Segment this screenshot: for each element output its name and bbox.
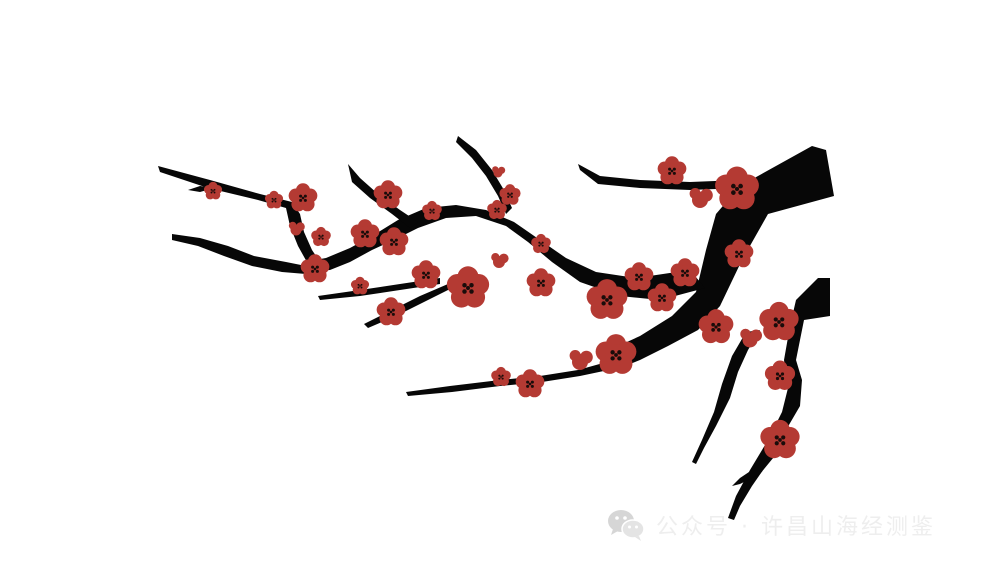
blossom — [288, 183, 318, 212]
blossom — [376, 297, 406, 326]
wechat-icon — [608, 510, 645, 541]
main-trunk — [605, 146, 834, 372]
branch-group — [158, 136, 834, 520]
blossom — [657, 156, 687, 185]
blossom — [264, 190, 284, 209]
blossom — [499, 184, 521, 205]
blossom — [373, 180, 403, 209]
blossom — [759, 301, 799, 341]
blossom — [526, 268, 556, 297]
blossom — [760, 419, 800, 459]
watermark: 公众号 · 许昌山海经测鉴 — [606, 508, 936, 542]
blossom — [411, 260, 441, 289]
blossom — [446, 266, 490, 308]
blossom — [350, 219, 380, 248]
left-limb — [304, 205, 705, 300]
blossom — [350, 276, 370, 295]
blossom — [670, 258, 700, 287]
right-small-fork — [732, 428, 786, 486]
blossom — [624, 262, 654, 291]
upper-left-twig — [158, 166, 320, 264]
bud — [689, 188, 713, 208]
upper-middle-twig — [348, 164, 418, 228]
long-lower-branch — [406, 360, 618, 396]
lower-left-twig — [172, 234, 306, 274]
blossom — [311, 226, 331, 247]
top-right-twig — [578, 164, 742, 190]
right-hanging-twig — [692, 330, 760, 464]
bud — [491, 253, 509, 268]
blossom — [595, 334, 637, 374]
right-lower-branch — [728, 278, 830, 520]
blossom — [715, 166, 759, 210]
blossom — [491, 366, 511, 387]
blossom — [422, 200, 442, 221]
blossom — [515, 369, 545, 398]
lower-thin-twig-1 — [318, 278, 440, 300]
watermark-text: 公众号 · 许昌山海经测鉴 — [656, 515, 936, 540]
tall-upper-twig — [456, 136, 512, 214]
